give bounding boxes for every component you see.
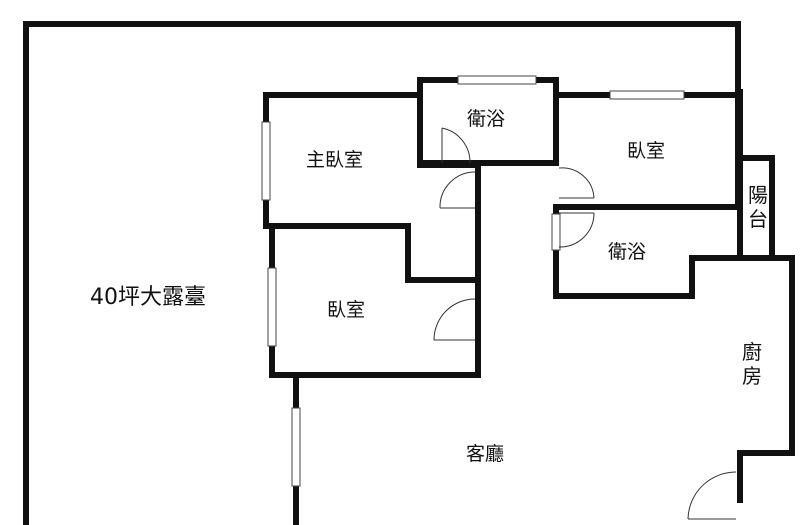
door-bedroom-left (433, 298, 476, 341)
window-bath2 (551, 213, 561, 251)
window-bedroom-left (267, 267, 277, 347)
door-bath1 (441, 127, 471, 164)
door-entry (687, 471, 737, 520)
bathroom-1-label: 衛浴 (467, 108, 506, 130)
balcony-label: 陽台 (748, 183, 768, 231)
window-master (261, 121, 271, 201)
right-outer-wall (737, 255, 795, 503)
bathroom-1-wall (417, 77, 559, 166)
door-bedroom-right (558, 167, 595, 199)
bedroom-left-wall (269, 223, 481, 378)
door-master (439, 171, 476, 209)
kitchen-label: 廚房 (742, 340, 762, 388)
window-bath1 (457, 75, 537, 85)
bathroom-2-label: 衛浴 (608, 241, 647, 263)
living-room-label: 客廳 (466, 443, 505, 465)
bathroom-2-wall (553, 204, 743, 299)
bedroom-left-label: 臥室 (327, 299, 366, 321)
bedroom-right-label: 臥室 (627, 140, 666, 162)
outer-wall (23, 21, 741, 525)
door-bath2 (558, 212, 595, 248)
balcony-wall (735, 89, 775, 261)
master-bedroom-label: 主臥室 (306, 149, 364, 171)
window-living (291, 407, 301, 487)
window-bedroom-right (609, 90, 685, 100)
terrace-label: 40坪大露臺 (90, 285, 206, 310)
